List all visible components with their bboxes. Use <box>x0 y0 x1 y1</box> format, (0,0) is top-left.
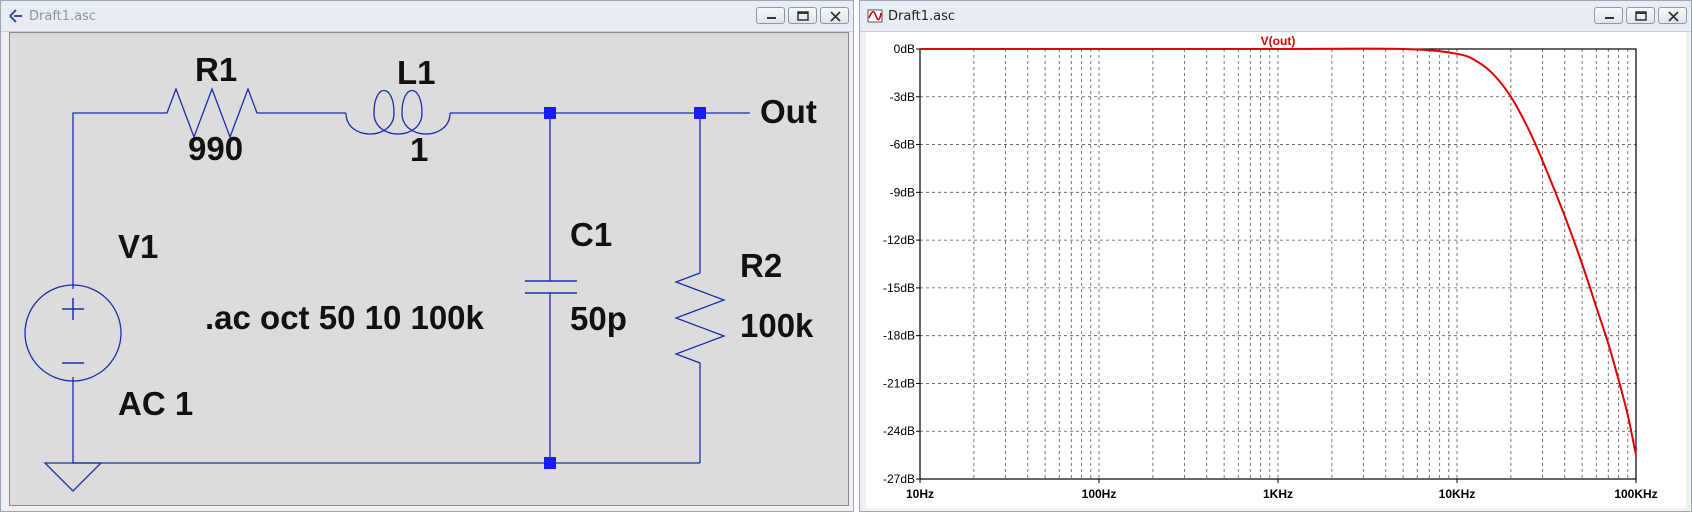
l1-name-label: L1 <box>397 54 436 91</box>
x-tick-label: 10Hz <box>906 487 934 501</box>
x-tick-label: 1KHz <box>1263 487 1293 501</box>
plot-pane[interactable]: 0dB -3dB -6dB -9dB -12dB -15dB -18dB -21dB -24dB… <box>866 32 1686 508</box>
y-tick-label: -15dB <box>883 281 915 295</box>
ground-symbol <box>43 462 103 492</box>
l1-symbol <box>345 90 451 135</box>
restore-icon <box>797 11 809 21</box>
schematic-canvas[interactable]: R1 990 L1 1 Out V1 AC 1 C1 50p R2 100k .… <box>9 32 849 506</box>
y-tick-label: -27dB <box>883 472 915 486</box>
trace-vout <box>920 47 1637 456</box>
c1-name-label: C1 <box>570 216 612 253</box>
maximize-button[interactable] <box>1626 7 1655 24</box>
junction-out <box>694 107 706 119</box>
waveform-viewer-icon <box>867 9 883 23</box>
close-button[interactable] <box>820 7 849 24</box>
c1-symbol <box>525 280 577 294</box>
close-icon <box>1668 11 1679 22</box>
y-tick-label: -12dB <box>883 233 915 247</box>
trace-label-vout[interactable]: V(out) <box>1261 34 1296 48</box>
y-tick-label: -9dB <box>890 185 915 199</box>
maximize-button[interactable] <box>788 7 817 24</box>
v1-plus <box>62 298 84 320</box>
x-tick-label: 10KHz <box>1439 487 1476 501</box>
minimize-icon <box>767 17 776 19</box>
minimize-icon <box>1605 17 1614 19</box>
close-icon <box>830 11 841 22</box>
r1-name-label: R1 <box>195 51 237 88</box>
schematic-window: Draft1.asc <box>0 0 854 512</box>
ac-directive-label[interactable]: .ac oct 50 10 100k <box>205 299 485 336</box>
waveform-titlebar[interactable]: Draft1.asc <box>860 1 1691 32</box>
r2-value-label: 100k <box>740 307 814 344</box>
junction-ground <box>544 457 556 469</box>
ltspice-schematic-icon <box>9 9 22 23</box>
y-tick-label: -3dB <box>890 90 915 104</box>
r2-name-label: R2 <box>740 247 782 284</box>
y-tick-label: -18dB <box>883 329 915 343</box>
y-tick-label: -6dB <box>890 138 915 152</box>
x-tick-label: 100Hz <box>1082 487 1117 501</box>
y-tick-label: -21dB <box>883 376 915 390</box>
r1-value-label: 990 <box>188 130 243 167</box>
c1-ghost <box>440 113 576 293</box>
out-net-label: Out <box>760 93 817 130</box>
window-title: Draft1.asc <box>888 9 956 24</box>
plot-frame <box>919 48 1637 480</box>
x-axis: 10Hz 100Hz 1KHz 10KHz 100KHz <box>906 479 1658 501</box>
c1-value-label: 50p <box>570 300 627 337</box>
y-tick-label: -24dB <box>883 424 915 438</box>
schematic-drawing: R1 990 L1 1 Out V1 AC 1 C1 50p R2 100k .… <box>24 51 817 492</box>
bode-plot[interactable]: 0dB -3dB -6dB -9dB -12dB -15dB -18dB -21dB -24dB… <box>866 32 1686 508</box>
r1-symbol <box>158 87 262 139</box>
grid-layer <box>919 48 1637 480</box>
v1-value-label: AC 1 <box>118 385 193 422</box>
v1-name-label: V1 <box>118 228 158 265</box>
window-title: Draft1.asc <box>29 9 97 24</box>
schematic-titlebar[interactable]: Draft1.asc <box>1 1 853 32</box>
l1-value-label: 1 <box>410 131 428 168</box>
minimize-button[interactable] <box>756 7 785 24</box>
restore-icon <box>1635 11 1647 21</box>
y-axis: 0dB -3dB -6dB -9dB -12dB -15dB -18dB -21dB -24dB… <box>883 42 920 486</box>
minimize-button[interactable] <box>1594 7 1623 24</box>
close-button[interactable] <box>1658 7 1687 24</box>
waveform-window: Draft1.asc 0dB -3dB -6dB -9dB -12dB -15dB -18d… <box>859 0 1692 512</box>
wire-v1-r1 <box>72 112 158 263</box>
r2-symbol <box>674 265 726 367</box>
x-tick-label: 100KHz <box>1614 487 1657 501</box>
y-tick-label: 0dB <box>894 42 915 56</box>
junction-c1-top <box>544 107 556 119</box>
